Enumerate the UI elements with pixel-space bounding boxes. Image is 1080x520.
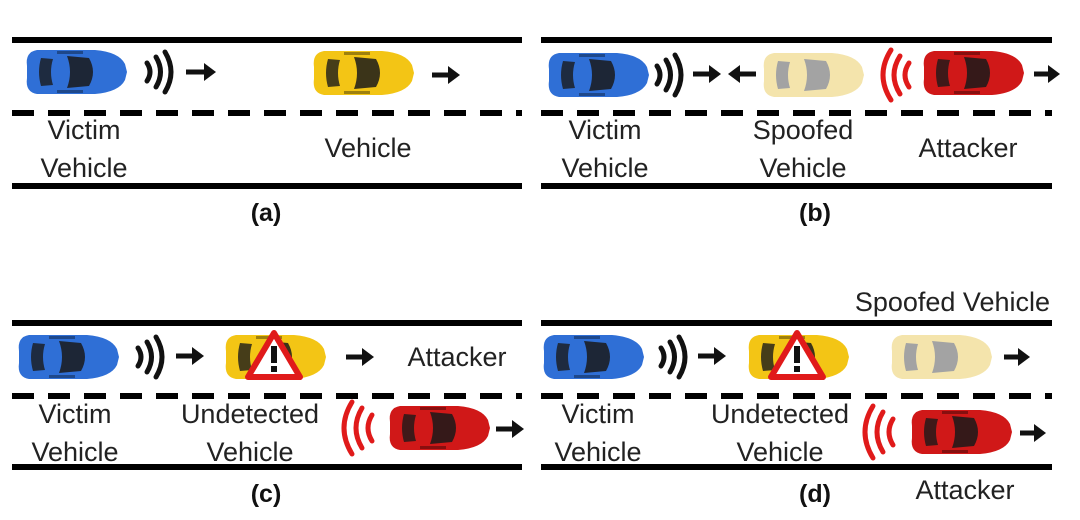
undetected-label-line1: Undetected — [711, 399, 849, 429]
radar-wave-icon — [147, 52, 171, 92]
panel-b: Victim Vehicle Spoofed Vehicle Attacker … — [541, 40, 1060, 227]
spoofed-label-line1: Spoofed — [753, 115, 854, 145]
radar-wave-icon — [661, 337, 685, 377]
panel-a: Victim Vehicle Vehicle (a) — [12, 40, 522, 227]
panel-caption: (c) — [251, 480, 282, 508]
direction-arrow-icon — [432, 66, 460, 84]
panel-c: Attacker Victim Vehicle Undetected Vehic… — [12, 323, 524, 508]
panel-caption: (b) — [799, 199, 831, 227]
vehicle-label: Vehicle — [324, 133, 411, 163]
victim-car — [544, 335, 644, 379]
direction-arrow-icon — [698, 347, 726, 365]
victim-car — [27, 50, 127, 94]
direction-arrow-icon — [693, 65, 721, 83]
victim-label-line2: Vehicle — [554, 437, 641, 467]
direction-arrow-icon — [1034, 65, 1060, 83]
victim-label-line1: Victim — [568, 115, 641, 145]
undetected-label-line2: Vehicle — [736, 437, 823, 467]
spoofed-label-line2: Vehicle — [759, 153, 846, 183]
attacker-label: Attacker — [918, 133, 1017, 163]
attacker-label: Attacker — [915, 475, 1014, 505]
attacker-car — [912, 410, 1012, 454]
undetected-label-line2: Vehicle — [206, 437, 293, 467]
spoofed-label: Spoofed Vehicle — [855, 287, 1050, 317]
radar-wave-icon — [865, 406, 893, 458]
attacker-car — [390, 406, 490, 450]
direction-arrow-icon — [176, 347, 204, 365]
victim-label-line2: Vehicle — [31, 437, 118, 467]
radar-wave-icon — [657, 55, 681, 95]
victim-label-line1: Victim — [561, 399, 634, 429]
victim-car — [549, 53, 649, 97]
reverse-arrow-icon — [728, 65, 756, 83]
undetected-label-line1: Undetected — [181, 399, 319, 429]
victim-label-line2: Vehicle — [40, 153, 127, 183]
victim-label-line1: Victim — [38, 399, 111, 429]
attacker-car — [924, 51, 1024, 95]
spoofed-car — [892, 335, 992, 379]
radar-wave-icon — [883, 50, 909, 100]
radar-wave-icon — [344, 402, 372, 454]
direction-arrow-icon — [1004, 348, 1030, 366]
direction-arrow-icon — [346, 348, 374, 366]
victim-label-line2: Vehicle — [561, 153, 648, 183]
direction-arrow-icon — [186, 63, 216, 81]
panel-d: Spoofed Vehicle — [541, 287, 1052, 508]
direction-arrow-icon — [496, 420, 524, 438]
panel-caption: (a) — [251, 199, 282, 227]
radar-wave-icon — [138, 337, 162, 377]
spoofed-car — [764, 53, 864, 97]
direction-arrow-icon — [1020, 424, 1046, 442]
victim-label-line1: Victim — [47, 115, 120, 145]
panel-caption: (d) — [799, 480, 831, 508]
attacker-label: Attacker — [407, 342, 506, 372]
vehicle-car — [314, 51, 414, 95]
victim-car — [19, 335, 119, 379]
